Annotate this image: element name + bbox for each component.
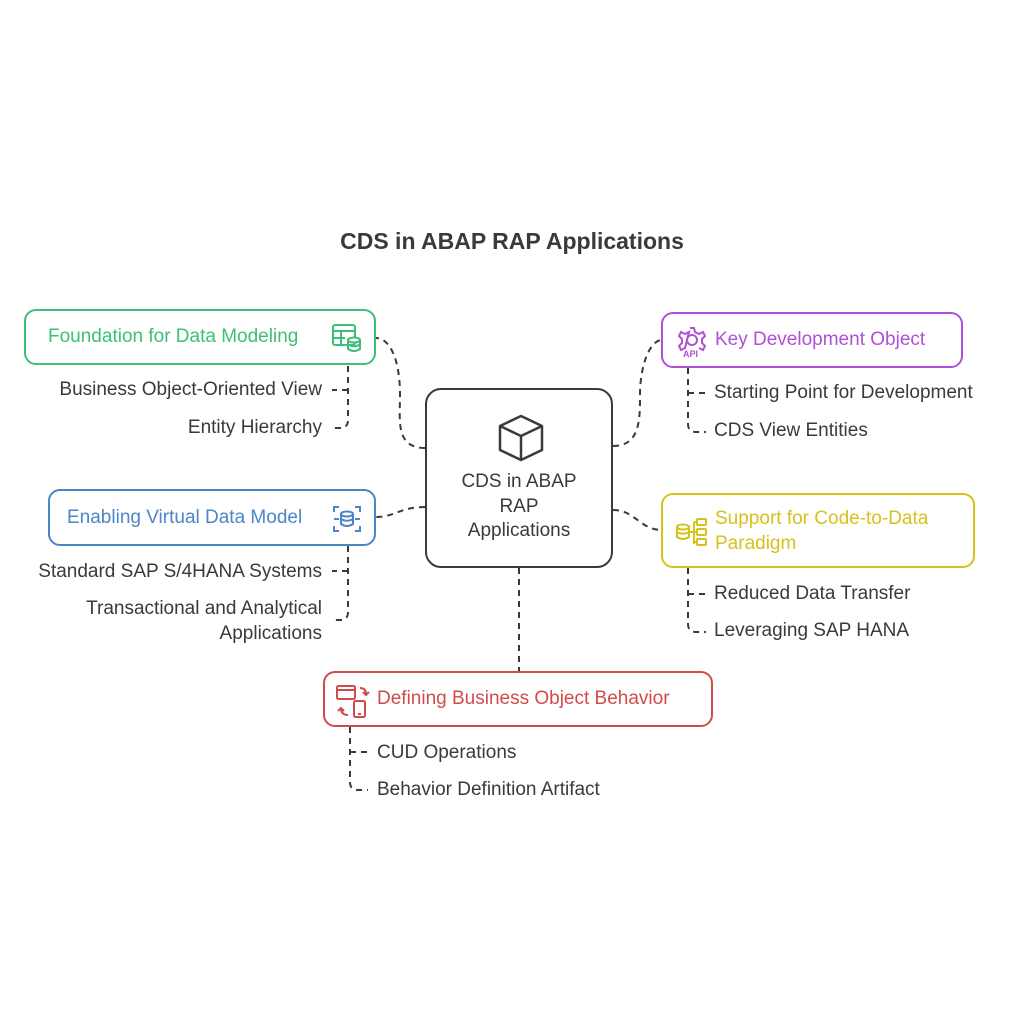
behavior-node: Defining Business Object Behavior bbox=[323, 671, 713, 727]
foundation-item-2: Entity Hierarchy bbox=[187, 417, 322, 438]
devices-sync-icon bbox=[336, 685, 370, 718]
key-item-2: CDS View Entities bbox=[714, 420, 868, 441]
virtual-data-model-label: Enabling Virtual Data Model bbox=[67, 507, 303, 528]
virtual-item-2: Transactional and Analytical bbox=[86, 598, 322, 619]
code-to-data-label: Support for Code-to-Data Paradigm bbox=[715, 507, 928, 556]
central-label-line-2: RAP bbox=[499, 495, 539, 517]
support-item-2: Leveraging SAP HANA bbox=[714, 620, 910, 641]
central-topic-label: CDS in ABAP RAP Applications bbox=[427, 470, 611, 544]
database-scan-icon bbox=[333, 506, 361, 532]
foundation-item-1: Business Object-Oriented View bbox=[59, 379, 322, 400]
central-topic-node: CDS in ABAP RAP Applications bbox=[425, 388, 613, 568]
svg-text:API: API bbox=[683, 349, 698, 359]
virtual-data-model-node: Enabling Virtual Data Model bbox=[48, 489, 376, 546]
table-database-icon bbox=[332, 324, 361, 352]
virtual-item-2-cont: Applications bbox=[219, 623, 322, 644]
hierarchy-database-icon bbox=[676, 518, 707, 546]
central-label-line-1: CDS in ABAP bbox=[461, 471, 577, 492]
behavior-item-1: CUD Operations bbox=[377, 742, 517, 763]
foundation-label: Foundation for Data Modeling bbox=[48, 326, 299, 347]
central-label-line-3: Applications bbox=[467, 520, 571, 542]
virtual-item-1: Standard SAP S/4HANA Systems bbox=[38, 561, 322, 582]
behavior-item-2: Behavior Definition Artifact bbox=[377, 779, 600, 800]
gear-api-icon: API bbox=[677, 327, 707, 359]
diagram-title: CDS in ABAP RAP Applications bbox=[340, 228, 684, 254]
cube-icon bbox=[498, 414, 544, 462]
key-item-1: Starting Point for Development bbox=[714, 382, 973, 403]
code-to-data-node: Support for Code-to-Data Paradigm bbox=[661, 493, 975, 568]
behavior-label: Defining Business Object Behavior bbox=[377, 688, 670, 709]
code-to-data-label-line-2: Paradigm bbox=[715, 532, 797, 554]
key-development-label: Key Development Object bbox=[715, 329, 926, 350]
key-development-node: API Key Development Object bbox=[661, 312, 963, 368]
foundation-node: Foundation for Data Modeling bbox=[24, 309, 376, 365]
support-item-1: Reduced Data Transfer bbox=[714, 583, 911, 604]
code-to-data-label-line-1: Support for Code-to-Data bbox=[715, 508, 929, 529]
